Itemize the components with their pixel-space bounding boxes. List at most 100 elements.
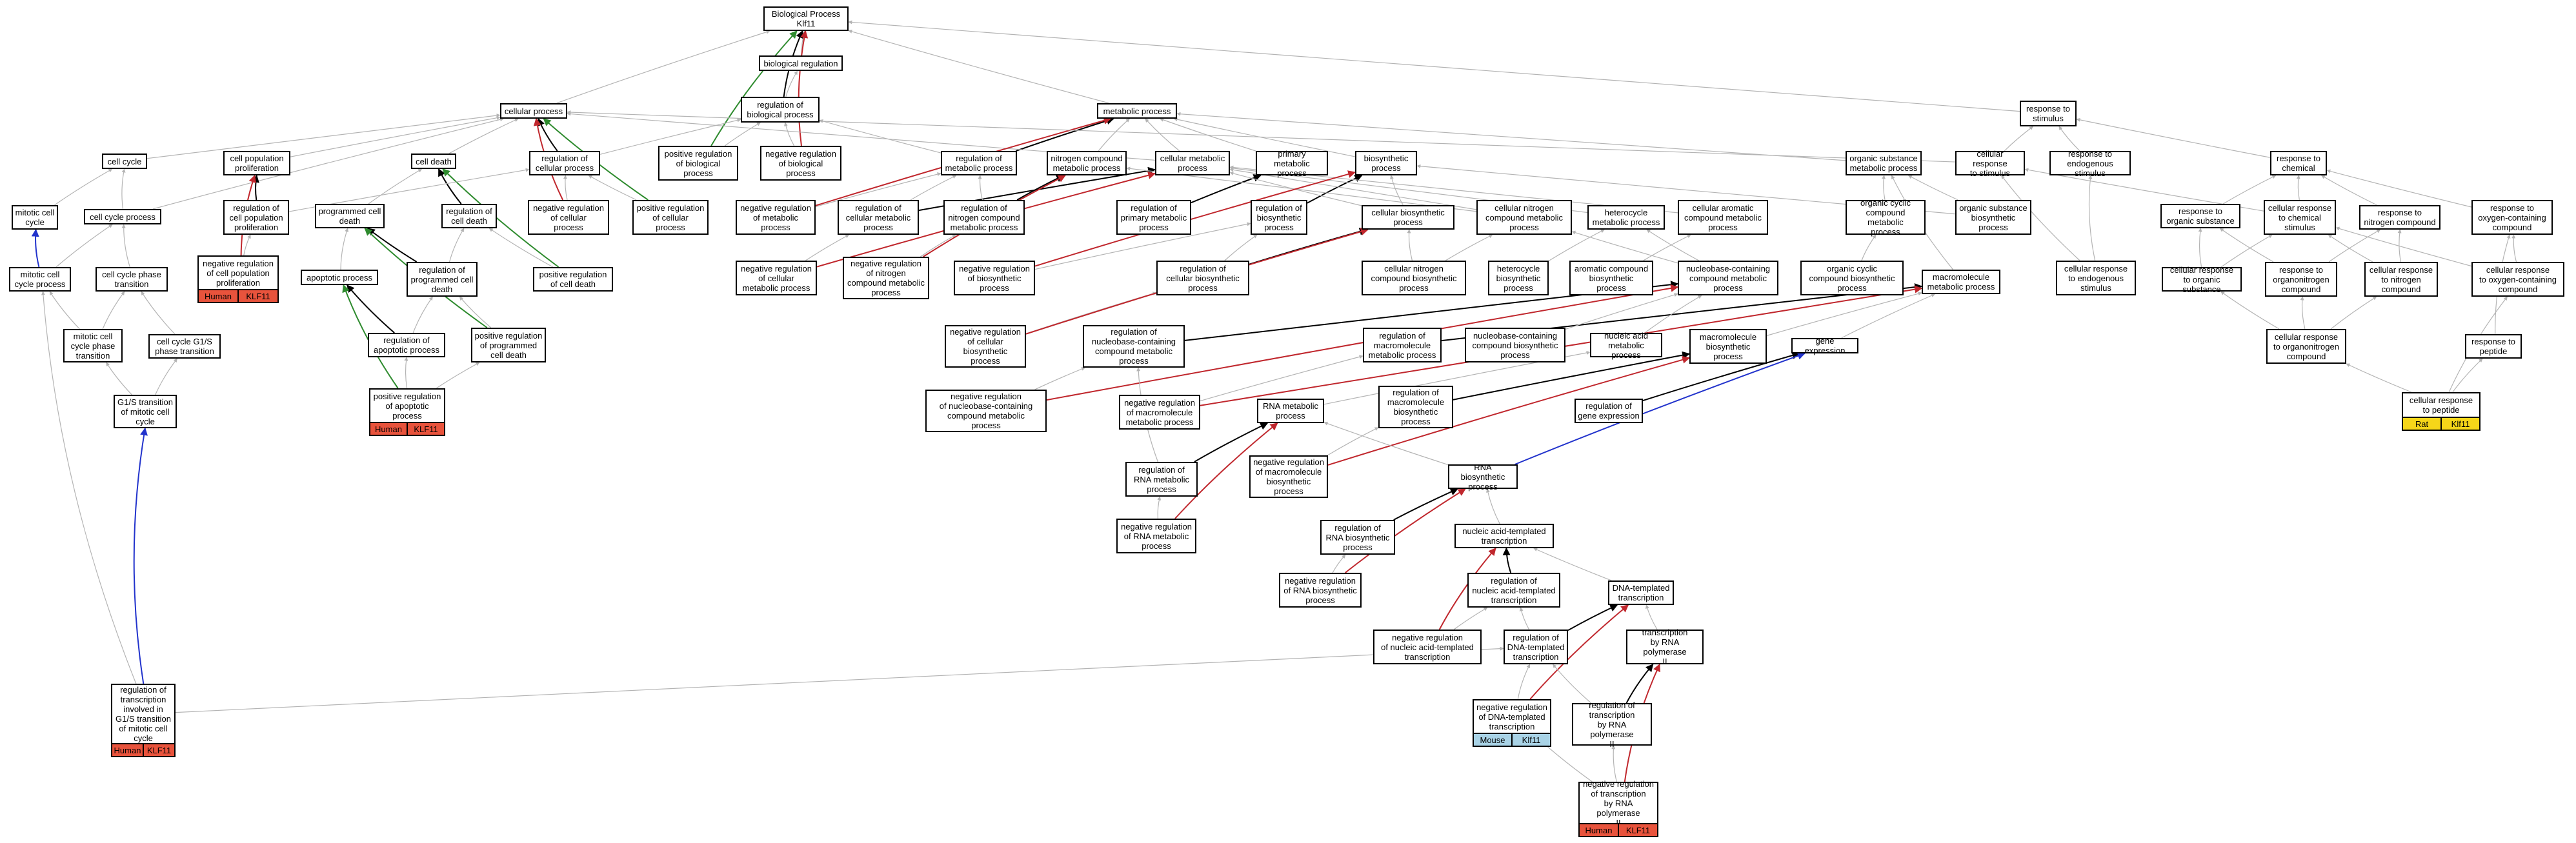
go-term-negregbp[interactable]: negative regulation of biological proces…: [760, 146, 841, 181]
go-term-cellmet[interactable]: cellular metabolic process: [1155, 151, 1230, 175]
go-term-geneexpr[interactable]: gene expression: [1791, 336, 1858, 355]
go-term-orgsubbiosyn[interactable]: organic substance biosynthetic process: [1955, 200, 2031, 235]
go-term-cellpop[interactable]: cell population proliferation: [223, 151, 290, 175]
go-term-cellnitmet[interactable]: cellular nitrogen compound metabolic pro…: [1476, 200, 1572, 235]
go-term-regcelldeath[interactable]: regulation of cell death: [441, 204, 497, 228]
go-term-cellresporganonit[interactable]: cellular response to organonitrogen comp…: [2266, 329, 2346, 364]
go-term-pcd[interactable]: programmed cell death: [315, 204, 385, 228]
go-term-cellrespstim[interactable]: cellular response to stimulus: [1955, 149, 2025, 178]
go-term-negregtxpol2[interactable]: negative regulation of transcription by …: [1578, 779, 1658, 828]
go-term-metproc[interactable]: metabolic process: [1097, 103, 1177, 119]
go-term-natx[interactable]: nucleic acid-templated transcription: [1454, 524, 1554, 548]
go-term-orgsubmetreg[interactable]: organic substance metabolic process: [1846, 151, 1922, 175]
go-term-posregpcd[interactable]: positive regulation of programmed cell d…: [471, 328, 546, 362]
go-term-respstim[interactable]: response to stimulus: [2020, 101, 2077, 126]
go-term-negregnatx[interactable]: negative regulation of nucleic acid-temp…: [1373, 630, 1482, 664]
go-term-cellrespendo[interactable]: cellular response to endogenous stimulus: [2056, 261, 2136, 295]
go-term-negregdnatx[interactable]: negative regulation of DNA-templated tra…: [1473, 699, 1551, 734]
go-term-apop[interactable]: apoptotic process: [301, 270, 378, 285]
go-term-posregapop[interactable]: positive regulation of apoptotic process: [369, 388, 445, 423]
go-term-macrobiosyn[interactable]: macromolecule biosynthetic process: [1689, 329, 1767, 364]
go-term-resporgsub[interactable]: response to organic substance: [2160, 204, 2240, 228]
go-term-regcellproc[interactable]: regulation of cellular process: [529, 151, 600, 175]
go-term-cellrespoxy[interactable]: cellular response to oxygen-containing c…: [2471, 262, 2564, 297]
go-term-cellcycle[interactable]: cell cycle: [102, 154, 147, 169]
go-term-mitccphtr[interactable]: mitotic cell cycle phase transition: [63, 329, 123, 362]
go-term-negregmacrobiosyn[interactable]: negative regulation of macromolecule bio…: [1249, 455, 1328, 498]
go-term-negregcellpop[interactable]: negative regulation of cell population p…: [197, 255, 279, 290]
go-term-reggeneexpr[interactable]: regulation of gene expression: [1575, 399, 1643, 423]
go-term-dnatx[interactable]: DNA-templated transcription: [1608, 580, 1674, 605]
go-term-regnbcmet[interactable]: regulation of nucleobase-containing comp…: [1083, 325, 1185, 368]
go-term-orgcycbiosyn[interactable]: organic cyclic compound biosynthetic pro…: [1800, 261, 1904, 295]
go-term-negregmet[interactable]: negative regulation of metabolic process: [736, 200, 816, 235]
go-term-regtxpol2[interactable]: regulation of transcription by RNA polym…: [1572, 700, 1652, 749]
go-term-cellnitbiosyn[interactable]: cellular nitrogen compound biosynthetic …: [1362, 261, 1466, 295]
go-term-regrnabiosyn[interactable]: regulation of RNA biosynthetic process: [1320, 520, 1395, 555]
go-term-arombiosyn[interactable]: aromatic compound biosynthetic process: [1569, 261, 1653, 295]
go-term-regprimmet[interactable]: regulation of primary metabolic process: [1116, 200, 1191, 235]
go-term-bioreg[interactable]: biological regulation: [759, 55, 843, 71]
go-term-respnitcomp[interactable]: response to nitrogen compound: [2359, 205, 2440, 230]
go-term-resppeptide[interactable]: response to peptide: [2465, 334, 2522, 359]
go-term-hetmet[interactable]: heterocycle metabolic process: [1587, 205, 1665, 230]
go-term-cellresppeptide[interactable]: cellular response to peptide: [2402, 392, 2480, 418]
go-term-negregrnabiosyn[interactable]: negative regulation of RNA biosynthetic …: [1279, 573, 1362, 608]
go-term-regnitmet[interactable]: regulation of nitrogen compound metaboli…: [943, 200, 1025, 235]
go-term-txpol2[interactable]: transcription by RNA polymerase II: [1626, 628, 1704, 666]
go-term-negregnitmet[interactable]: negative regulation of nitrogen compound…: [843, 257, 929, 299]
go-term-cellproc[interactable]: cellular process: [500, 103, 567, 119]
go-term-rnabiosyn[interactable]: RNA biosynthetic process: [1448, 462, 1518, 491]
go-term-bp[interactable]: Biological Process Klf11: [763, 6, 849, 31]
go-term-posregbp[interactable]: positive regulation of biological proces…: [658, 146, 738, 181]
go-term-hetbiosyn[interactable]: heterocycle biosynthetic process: [1488, 261, 1549, 295]
go-term-regcellmet[interactable]: regulation of cellular metabolic process: [838, 200, 919, 235]
go-term-celldeath[interactable]: cell death: [411, 154, 456, 169]
go-term-biosyn[interactable]: biosynthetic process: [1355, 151, 1417, 175]
go-term-regbiosyn[interactable]: regulation of biosynthetic process: [1251, 200, 1307, 235]
go-term-regtxg1s[interactable]: regulation of transcription involved in …: [111, 684, 176, 744]
go-term-nbcbiosyn[interactable]: nucleobase-containing compound biosynthe…: [1465, 328, 1565, 362]
go-term-orgcycmet[interactable]: organic cyclic compound metabolic proces…: [1846, 198, 1926, 237]
go-term-negregmacromet[interactable]: negative regulation of macromolecule met…: [1119, 395, 1200, 430]
go-term-ccphtr[interactable]: cell cycle phase transition: [96, 267, 168, 292]
go-term-respendo[interactable]: response to endogenous stimulus: [2049, 149, 2131, 178]
go-term-mitcc[interactable]: mitotic cell cycle: [12, 205, 58, 230]
go-term-g1s[interactable]: G1/S transition of mitotic cell cycle: [114, 395, 177, 428]
go-term-regdnatx[interactable]: regulation of DNA-templated transcriptio…: [1504, 630, 1568, 664]
go-term-negregnbcmet[interactable]: negative regulation of nucleobase-contai…: [925, 390, 1047, 432]
go-term-cellresporgsub[interactable]: cellular response to organic substance: [2162, 265, 2242, 294]
go-term-ccproc[interactable]: cell cycle process: [84, 209, 161, 224]
go-term-regnatx[interactable]: regulation of nucleic acid-templated tra…: [1467, 573, 1560, 608]
go-term-nucacidmet[interactable]: nucleic acid metabolic process: [1590, 331, 1662, 360]
go-term-regcellpop[interactable]: regulation of cell population proliferat…: [223, 200, 289, 235]
go-term-rnamet[interactable]: RNA metabolic process: [1257, 399, 1324, 423]
go-term-regmacrobiosyn[interactable]: regulation of macromolecule biosynthetic…: [1378, 386, 1453, 428]
go-term-cellarommet[interactable]: cellular aromatic compound metabolic pro…: [1678, 200, 1768, 235]
go-term-negregbiosyn[interactable]: negative regulation of biosynthetic proc…: [954, 261, 1035, 295]
go-term-respchem[interactable]: response to chemical: [2270, 151, 2327, 175]
go-term-negregcellbiosyn[interactable]: negative regulation of cellular biosynth…: [945, 325, 1026, 368]
go-term-nbcmet[interactable]: nucleobase-containing compound metabolic…: [1678, 261, 1778, 295]
go-term-primmet[interactable]: primary metabolic process: [1256, 149, 1328, 178]
go-term-resporganonit[interactable]: response to organonitrogen compound: [2265, 262, 2337, 297]
go-term-cellbiosyn[interactable]: cellular biosynthetic process: [1362, 205, 1454, 230]
go-term-regpcd[interactable]: regulation of programmed cell death: [407, 262, 478, 297]
go-term-posregcd[interactable]: positive regulation of cell death: [533, 267, 613, 292]
go-term-regapop[interactable]: regulation of apoptotic process: [368, 333, 445, 357]
go-term-cellrespchem[interactable]: cellular response to chemical stimulus: [2264, 200, 2336, 235]
go-term-negregrnamet[interactable]: negative regulation of RNA metabolic pro…: [1116, 519, 1196, 553]
go-term-regmacromet[interactable]: regulation of macromolecule metabolic pr…: [1363, 328, 1442, 362]
go-term-regcellbiosyn[interactable]: regulation of cellular biosynthetic proc…: [1156, 261, 1249, 295]
go-term-regrnamet[interactable]: regulation of RNA metabolic process: [1125, 462, 1198, 497]
go-term-regbp[interactable]: regulation of biological process: [741, 97, 820, 123]
go-term-nitcompmet[interactable]: nitrogen compound metabolic process: [1047, 151, 1127, 175]
go-term-ccg1s[interactable]: cell cycle G1/S phase transition: [148, 334, 221, 359]
go-term-cellrespnit[interactable]: cellular response to nitrogen compound: [2364, 262, 2438, 297]
go-term-respoxy[interactable]: response to oxygen-containing compound: [2471, 200, 2553, 235]
go-term-mitccproc[interactable]: mitotic cell cycle process: [9, 267, 71, 292]
go-term-macromet[interactable]: macromolecule metabolic process: [1922, 270, 2000, 294]
go-term-regmetproc[interactable]: regulation of metabolic process: [941, 151, 1017, 175]
go-term-negregcellmet[interactable]: negative regulation of cellular metaboli…: [736, 261, 817, 295]
go-term-negregcellproc[interactable]: negative regulation of cellular process: [528, 200, 609, 235]
